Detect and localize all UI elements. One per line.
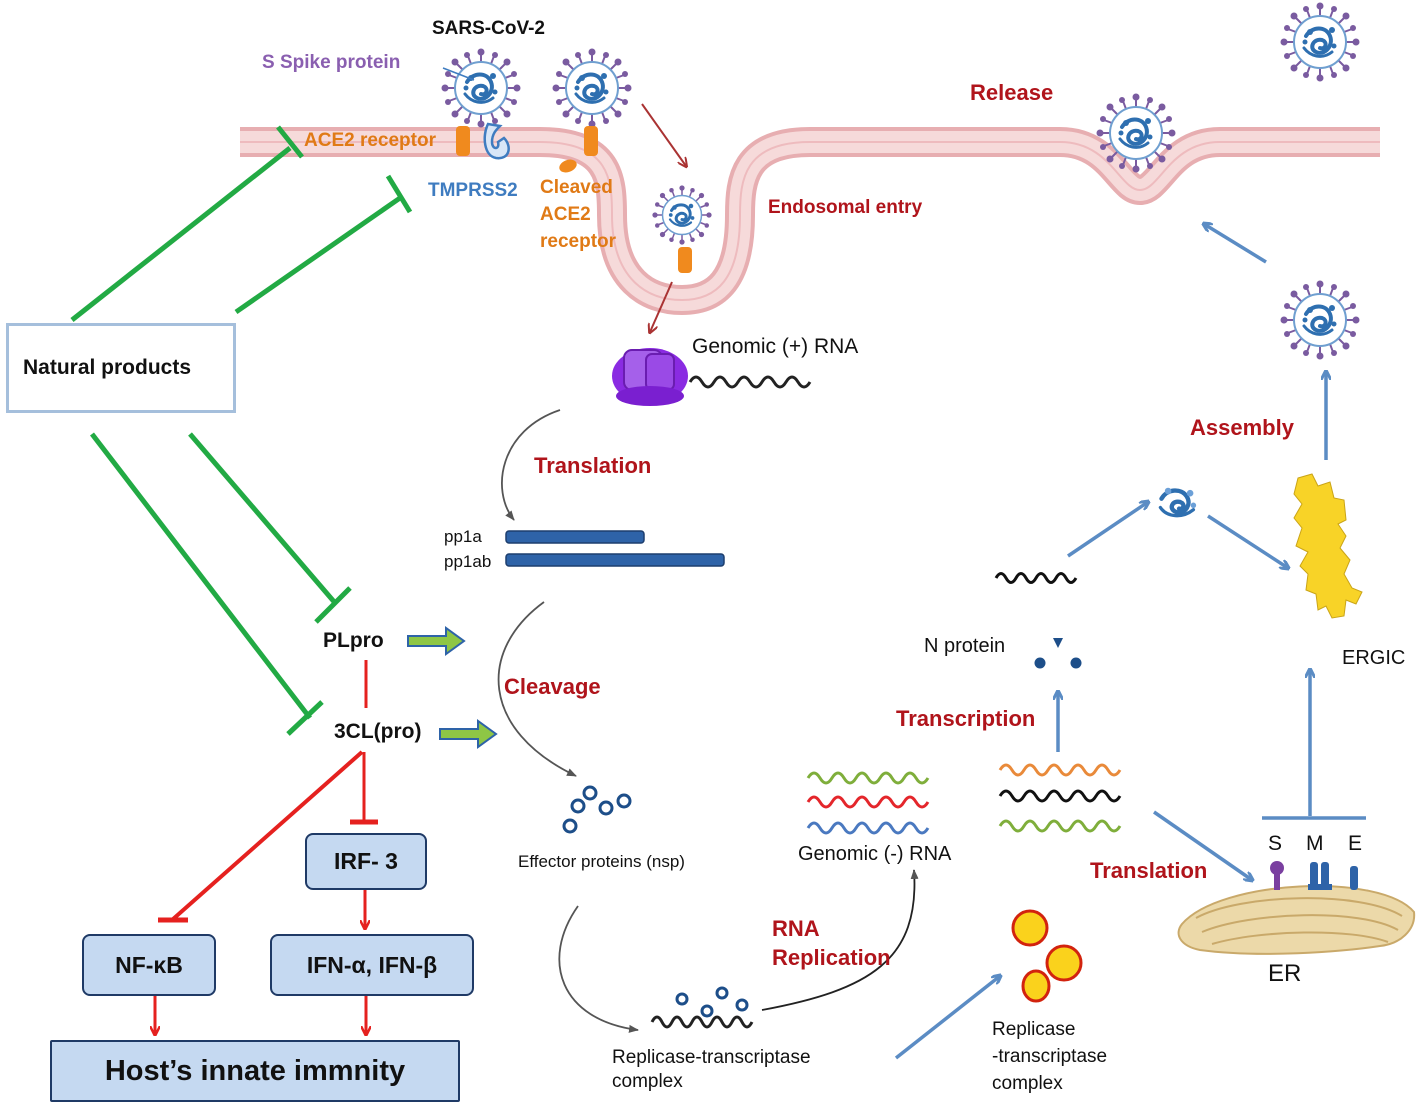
endosomal-entry-label: Endosomal entry <box>768 197 923 218</box>
replicase2-line: Replicase <box>992 1019 1076 1040</box>
pp1a-bar <box>505 530 645 544</box>
threecl-pro-label: 3CL(pro) <box>334 720 422 743</box>
replicase-complex-line: complex <box>612 1071 683 1092</box>
pp1a-label: pp1a <box>444 527 482 546</box>
effector-proteins-label: Effector proteins (nsp) <box>518 852 685 871</box>
replicase-formation-arrow <box>558 905 639 1033</box>
host-innate-immunity-box: Host’s innate immnity <box>50 1040 460 1102</box>
virus-particle-icon <box>1278 278 1362 362</box>
virus-particle-icon <box>1278 0 1362 84</box>
s-protein-icon <box>1270 861 1284 890</box>
entry-arrow <box>641 103 686 166</box>
ace2-receptor-icon <box>584 126 598 156</box>
replicase-complex-label: Replicase-transcriptase complex <box>612 1046 811 1094</box>
n-protein-icon <box>1034 638 1082 669</box>
green-arrows <box>407 626 498 749</box>
cleaved-ace2-line: receptor <box>540 231 617 252</box>
m-label: M <box>1306 832 1324 855</box>
virus-particle-icon <box>1094 91 1178 175</box>
release-arrow <box>1204 224 1267 264</box>
red-pathway-lines <box>155 660 378 1034</box>
cleavage-label: Cleavage <box>504 674 601 699</box>
entry-arrow <box>650 281 673 332</box>
sgrna-strand-orange <box>998 763 1122 777</box>
sgrna-strand-black <box>998 789 1122 803</box>
nucleocapsid-icon <box>1158 487 1197 518</box>
rna-replication-line: Replication <box>772 945 891 970</box>
s-label: S <box>1268 832 1283 855</box>
replicase-complex-icon <box>650 986 754 1029</box>
cleaved-ace2-label: Cleaved ACE2 receptor <box>540 174 616 255</box>
assembly-label: Assembly <box>1190 415 1294 440</box>
genomic-rna-strand <box>994 572 1078 584</box>
genomic-pos-rna-label: Genomic (+) RNA <box>692 335 859 358</box>
tmprss2-label: TMPRSS2 <box>428 180 518 201</box>
translation-right-arrow <box>1153 810 1252 880</box>
replicase-complex-2-icon <box>1011 909 1083 1003</box>
rna-strand-red <box>806 795 930 809</box>
replicase2-label: Replicase -transcriptase complex <box>992 1016 1107 1097</box>
pp1ab-label: pp1ab <box>444 552 492 571</box>
translation-arrow <box>501 409 561 521</box>
transcription-label: Transcription <box>896 706 1036 731</box>
effector-proteins-icon <box>562 785 632 834</box>
e-label: E <box>1348 832 1363 855</box>
virus-particle-icon <box>550 46 634 130</box>
rna-replication-arrow <box>761 869 919 1011</box>
genomic-pos-rna-strand <box>688 375 812 389</box>
tmprss2-icon <box>483 122 510 160</box>
cleavage-arrow <box>497 601 577 777</box>
ergic-label: ERGIC <box>1342 647 1406 669</box>
replicase-complex-line: Replicase-transcriptase <box>612 1047 811 1068</box>
virus-particle-icon <box>650 183 714 247</box>
translation-right-label: Translation <box>1090 858 1208 883</box>
ace2-receptor-icon <box>456 126 470 156</box>
irf3-label: IRF- 3 <box>334 848 398 874</box>
ace2-receptor-label: ACE2 receptor <box>304 130 436 151</box>
plpro-label: PLpro <box>323 629 384 652</box>
e-protein-icon <box>1350 866 1358 890</box>
natural-products-box: Natural products <box>6 323 236 413</box>
to-ergic-arrow <box>1207 514 1288 568</box>
replicase2-line: complex <box>992 1073 1063 1094</box>
host-innate-immunity-label: Host’s innate immnity <box>104 1054 406 1087</box>
spike-pointer-line <box>442 67 475 81</box>
rna-strand-green <box>806 771 930 785</box>
er-label: ER <box>1268 960 1302 987</box>
natural-products-label: Natural products <box>23 356 192 379</box>
ergic-icon <box>1293 473 1363 619</box>
pp1ab-bar <box>505 553 725 567</box>
cleaved-ace2-line: ACE2 <box>540 204 591 225</box>
virus-name-label: SARS-CoV-2 <box>432 18 545 39</box>
m-protein-icon <box>1308 862 1332 890</box>
nfkb-box: NF-κB <box>82 934 216 996</box>
n-protein-label: N protein <box>924 635 1006 657</box>
spike-protein-label: S Spike protein <box>262 52 401 73</box>
nfkb-label: NF-κB <box>115 951 183 978</box>
translation-top-label: Translation <box>534 453 652 478</box>
replicase-flow-arrow <box>894 976 1000 1060</box>
cell-membrane <box>240 127 1380 315</box>
release-label: Release <box>970 80 1054 105</box>
replicase2-line: -transcriptase <box>992 1046 1108 1067</box>
ribosome-icon <box>612 348 688 406</box>
irf3-box: IRF- 3 <box>305 833 427 890</box>
rna-replication-line: RNA <box>772 916 820 941</box>
nucleocapsid-arrow <box>1067 502 1148 558</box>
rna-strand-blue <box>806 821 930 835</box>
endoplasmic-reticulum-icon <box>1177 885 1416 955</box>
sgrna-strand-green <box>998 819 1122 833</box>
genomic-neg-rna-label: Genomic (-) RNA <box>798 843 952 865</box>
cleaved-ace2-fragment-icon <box>559 159 577 173</box>
inhibition-lines-green <box>70 125 413 736</box>
cleaved-ace2-line: Cleaved <box>540 177 613 198</box>
ifn-box: IFN-α, IFN-β <box>270 934 474 996</box>
ace2-receptor-icon <box>678 247 692 273</box>
ifn-label: IFN-α, IFN-β <box>306 951 438 978</box>
rna-replication-label: RNA Replication <box>772 914 891 972</box>
virus-particle-icon <box>439 46 523 130</box>
